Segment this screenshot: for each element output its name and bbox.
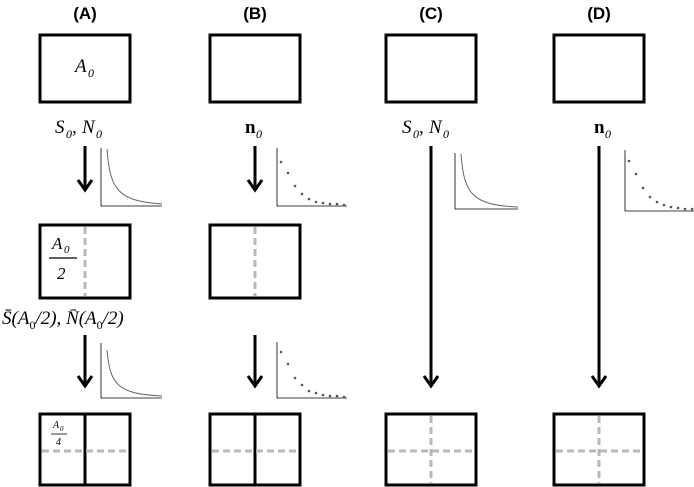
distribution-dot	[293, 376, 297, 380]
svg-text:0: 0	[605, 127, 611, 141]
arrow-b-step1	[246, 146, 264, 193]
svg-text:n: n	[594, 117, 605, 138]
distribution-dot	[335, 394, 339, 398]
distribution-plot-b2	[276, 342, 347, 399]
distribution-dot	[648, 195, 652, 199]
svg-text:0: 0	[64, 244, 70, 256]
svg-text:0: 0	[66, 127, 72, 141]
distribution-dot	[314, 391, 318, 395]
svg-text:,: ,	[419, 117, 424, 138]
distribution-dot	[293, 184, 297, 188]
arrow-c-long	[422, 146, 440, 389]
svg-text:0: 0	[88, 66, 94, 80]
distribution-plot-b1	[276, 148, 347, 207]
distribution-dot	[669, 205, 673, 209]
distribution-dot	[683, 207, 687, 211]
distribution-dot	[300, 383, 304, 387]
distribution-dot	[662, 203, 666, 207]
arrow-d-long	[590, 146, 608, 389]
svg-text:N: N	[428, 117, 443, 138]
quarter-area-fraction-a: A 0 4	[51, 420, 67, 448]
svg-text:0: 0	[413, 127, 419, 141]
n0-vector-label-b: n 0	[245, 117, 262, 141]
distribution-dot	[279, 350, 283, 354]
n0-vector-label-d: n 0	[594, 117, 611, 141]
distribution-dot	[328, 202, 332, 206]
svg-text:n: n	[245, 117, 256, 138]
svg-text:A: A	[52, 420, 60, 431]
distribution-dot	[307, 197, 311, 201]
distribution-dot	[655, 200, 659, 204]
distribution-dot	[634, 172, 638, 176]
svg-text:,: ,	[72, 117, 77, 138]
svg-text:N: N	[81, 117, 96, 138]
distribution-dot	[286, 362, 290, 366]
svg-text:0: 0	[96, 127, 102, 141]
distribution-dot	[279, 160, 283, 164]
top-box-b	[208, 33, 302, 104]
panel-label-c: (C)	[419, 4, 443, 23]
svg-text:A: A	[51, 234, 63, 253]
distribution-dot	[342, 395, 346, 399]
s0-n0-label-a: S 0 , N 0	[55, 117, 102, 141]
panel-label-d: (D)	[587, 4, 611, 23]
distribution-dot	[314, 200, 318, 204]
top-box-d	[552, 33, 646, 104]
distribution-dot	[300, 192, 304, 196]
svg-text:S: S	[402, 117, 412, 138]
distribution-dot	[307, 389, 311, 393]
svg-text:2: 2	[57, 264, 66, 283]
top-box-a	[38, 33, 132, 104]
top-box-c	[384, 33, 478, 104]
distribution-dot	[321, 393, 325, 397]
distribution-dot	[676, 206, 680, 210]
svg-text:S̄(A0/2), N̄(A0/2): S̄(A0/2), N̄(A0/2)	[2, 308, 124, 332]
distribution-dot	[335, 202, 339, 206]
svg-text:0: 0	[256, 127, 262, 141]
arrow-b-step2	[246, 335, 264, 389]
arrow-a-step1	[76, 146, 94, 193]
distribution-plot-c	[454, 153, 519, 210]
distribution-plot-a1	[100, 148, 163, 207]
svg-text:4: 4	[56, 437, 61, 448]
distribution-dot	[321, 201, 325, 205]
mean-s-n-half-label: S̄(A0/2), N̄(A0/2)	[2, 308, 124, 332]
distribution-dot	[342, 203, 346, 207]
distribution-dot	[286, 171, 290, 175]
distribution-dot	[641, 186, 645, 190]
svg-text:0: 0	[60, 425, 64, 433]
svg-text:A: A	[73, 56, 87, 77]
distribution-plot-a2	[100, 343, 163, 399]
area-a0-label: A 0	[73, 56, 94, 80]
distribution-dot	[328, 394, 332, 398]
half-area-fraction-a: A 0 2	[49, 234, 77, 283]
distribution-plot-d	[624, 150, 694, 212]
panel-label-b: (B)	[243, 4, 267, 23]
distribution-dot	[627, 159, 631, 163]
svg-text:S: S	[55, 117, 65, 138]
distribution-dot	[690, 207, 694, 211]
s0-n0-label-c: S 0 , N 0	[402, 117, 449, 141]
panel-label-a: (A)	[73, 4, 97, 23]
arrow-a-step2	[76, 335, 94, 389]
svg-text:0: 0	[443, 127, 449, 141]
